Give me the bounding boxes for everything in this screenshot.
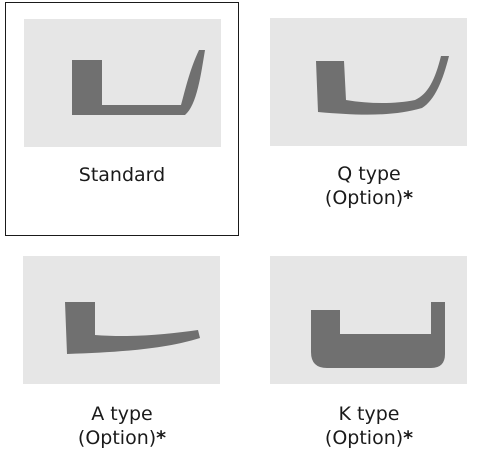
- option-subtitle: (Option)*: [324, 187, 414, 209]
- option-label-k-type: K type (Option)*: [252, 402, 485, 450]
- option-card-k-type[interactable]: K type (Option)*: [252, 240, 485, 456]
- option-title: K type: [338, 403, 400, 425]
- thumbnail-standard: [24, 19, 221, 147]
- option-card-a-type[interactable]: A type (Option)*: [5, 240, 239, 456]
- option-title: Standard: [78, 164, 166, 186]
- handle-q-type-icon: [316, 56, 449, 115]
- handle-k-type-icon: [311, 302, 445, 368]
- option-card-q-type[interactable]: Q type (Option)*: [252, 2, 485, 236]
- option-title: A type: [91, 403, 153, 425]
- thumbnail-a-type: [23, 256, 220, 384]
- handle-a-type-icon: [65, 302, 200, 354]
- option-card-standard[interactable]: Standard: [5, 2, 239, 236]
- option-label-a-type: A type (Option)*: [5, 402, 239, 450]
- thumbnail-q-type: [270, 18, 467, 146]
- thumbnail-k-type: [270, 256, 467, 384]
- option-label-q-type: Q type (Option)*: [252, 162, 485, 210]
- option-subtitle: (Option)*: [324, 427, 414, 449]
- handle-standard-icon: [72, 50, 205, 115]
- option-subtitle: (Option)*: [77, 427, 167, 449]
- option-label-standard: Standard: [6, 163, 238, 187]
- option-title: Q type: [337, 163, 401, 185]
